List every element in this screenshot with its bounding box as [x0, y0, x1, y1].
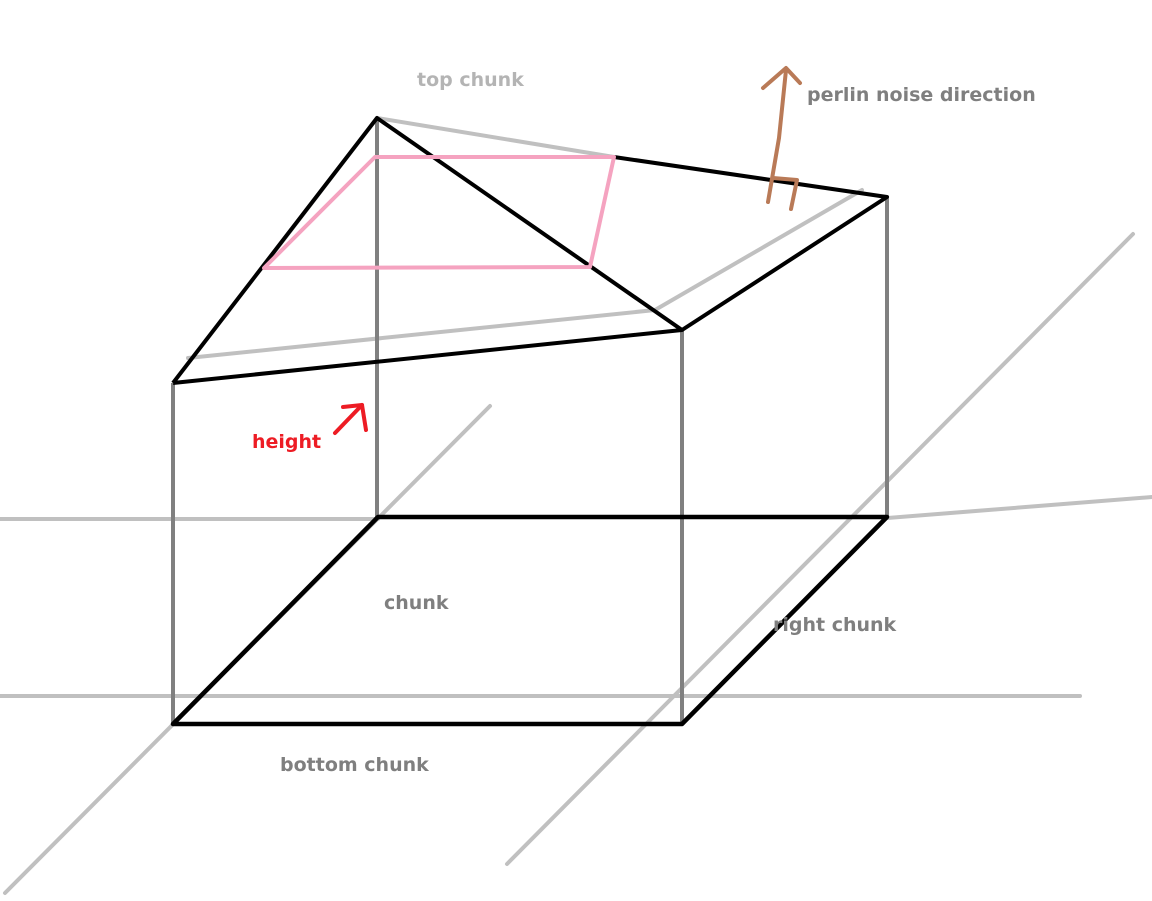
chunk-label: chunk — [384, 592, 449, 614]
height-arrow-head — [341, 403, 368, 432]
height-arrow-shaft — [333, 403, 364, 435]
bottom-chunk-label: bottom chunk — [280, 754, 429, 776]
pink-quad-region — [262, 155, 616, 270]
perlin-right-angle-mark — [771, 176, 799, 211]
roof-outline — [171, 116, 684, 385]
height-label: height — [252, 431, 322, 453]
top-chunk-edge-front — [186, 308, 657, 360]
chunk-base — [170, 514, 890, 727]
height-arrow — [333, 403, 368, 435]
horizontal-grid-line-right — [885, 495, 1152, 520]
right-chunk-label: right chunk — [773, 614, 897, 636]
base-outline — [170, 514, 890, 727]
chunk-top-surface — [171, 116, 889, 385]
perlin-arrow-head — [761, 66, 802, 90]
top-chunk-edge-right — [653, 188, 864, 312]
top-chunk-edge-back — [375, 116, 616, 159]
perlin-noise-direction-label: perlin noise direction — [807, 84, 1036, 106]
perlin-arrow-shaft — [766, 68, 788, 204]
top-chunk-outline — [186, 116, 864, 360]
roof-back-edge — [613, 155, 889, 332]
perlin-direction-arrow — [761, 66, 802, 211]
diagonal-grid-line-right — [505, 232, 1135, 866]
top-chunk-label: top chunk — [417, 69, 524, 91]
vertical-edges — [171, 118, 889, 724]
